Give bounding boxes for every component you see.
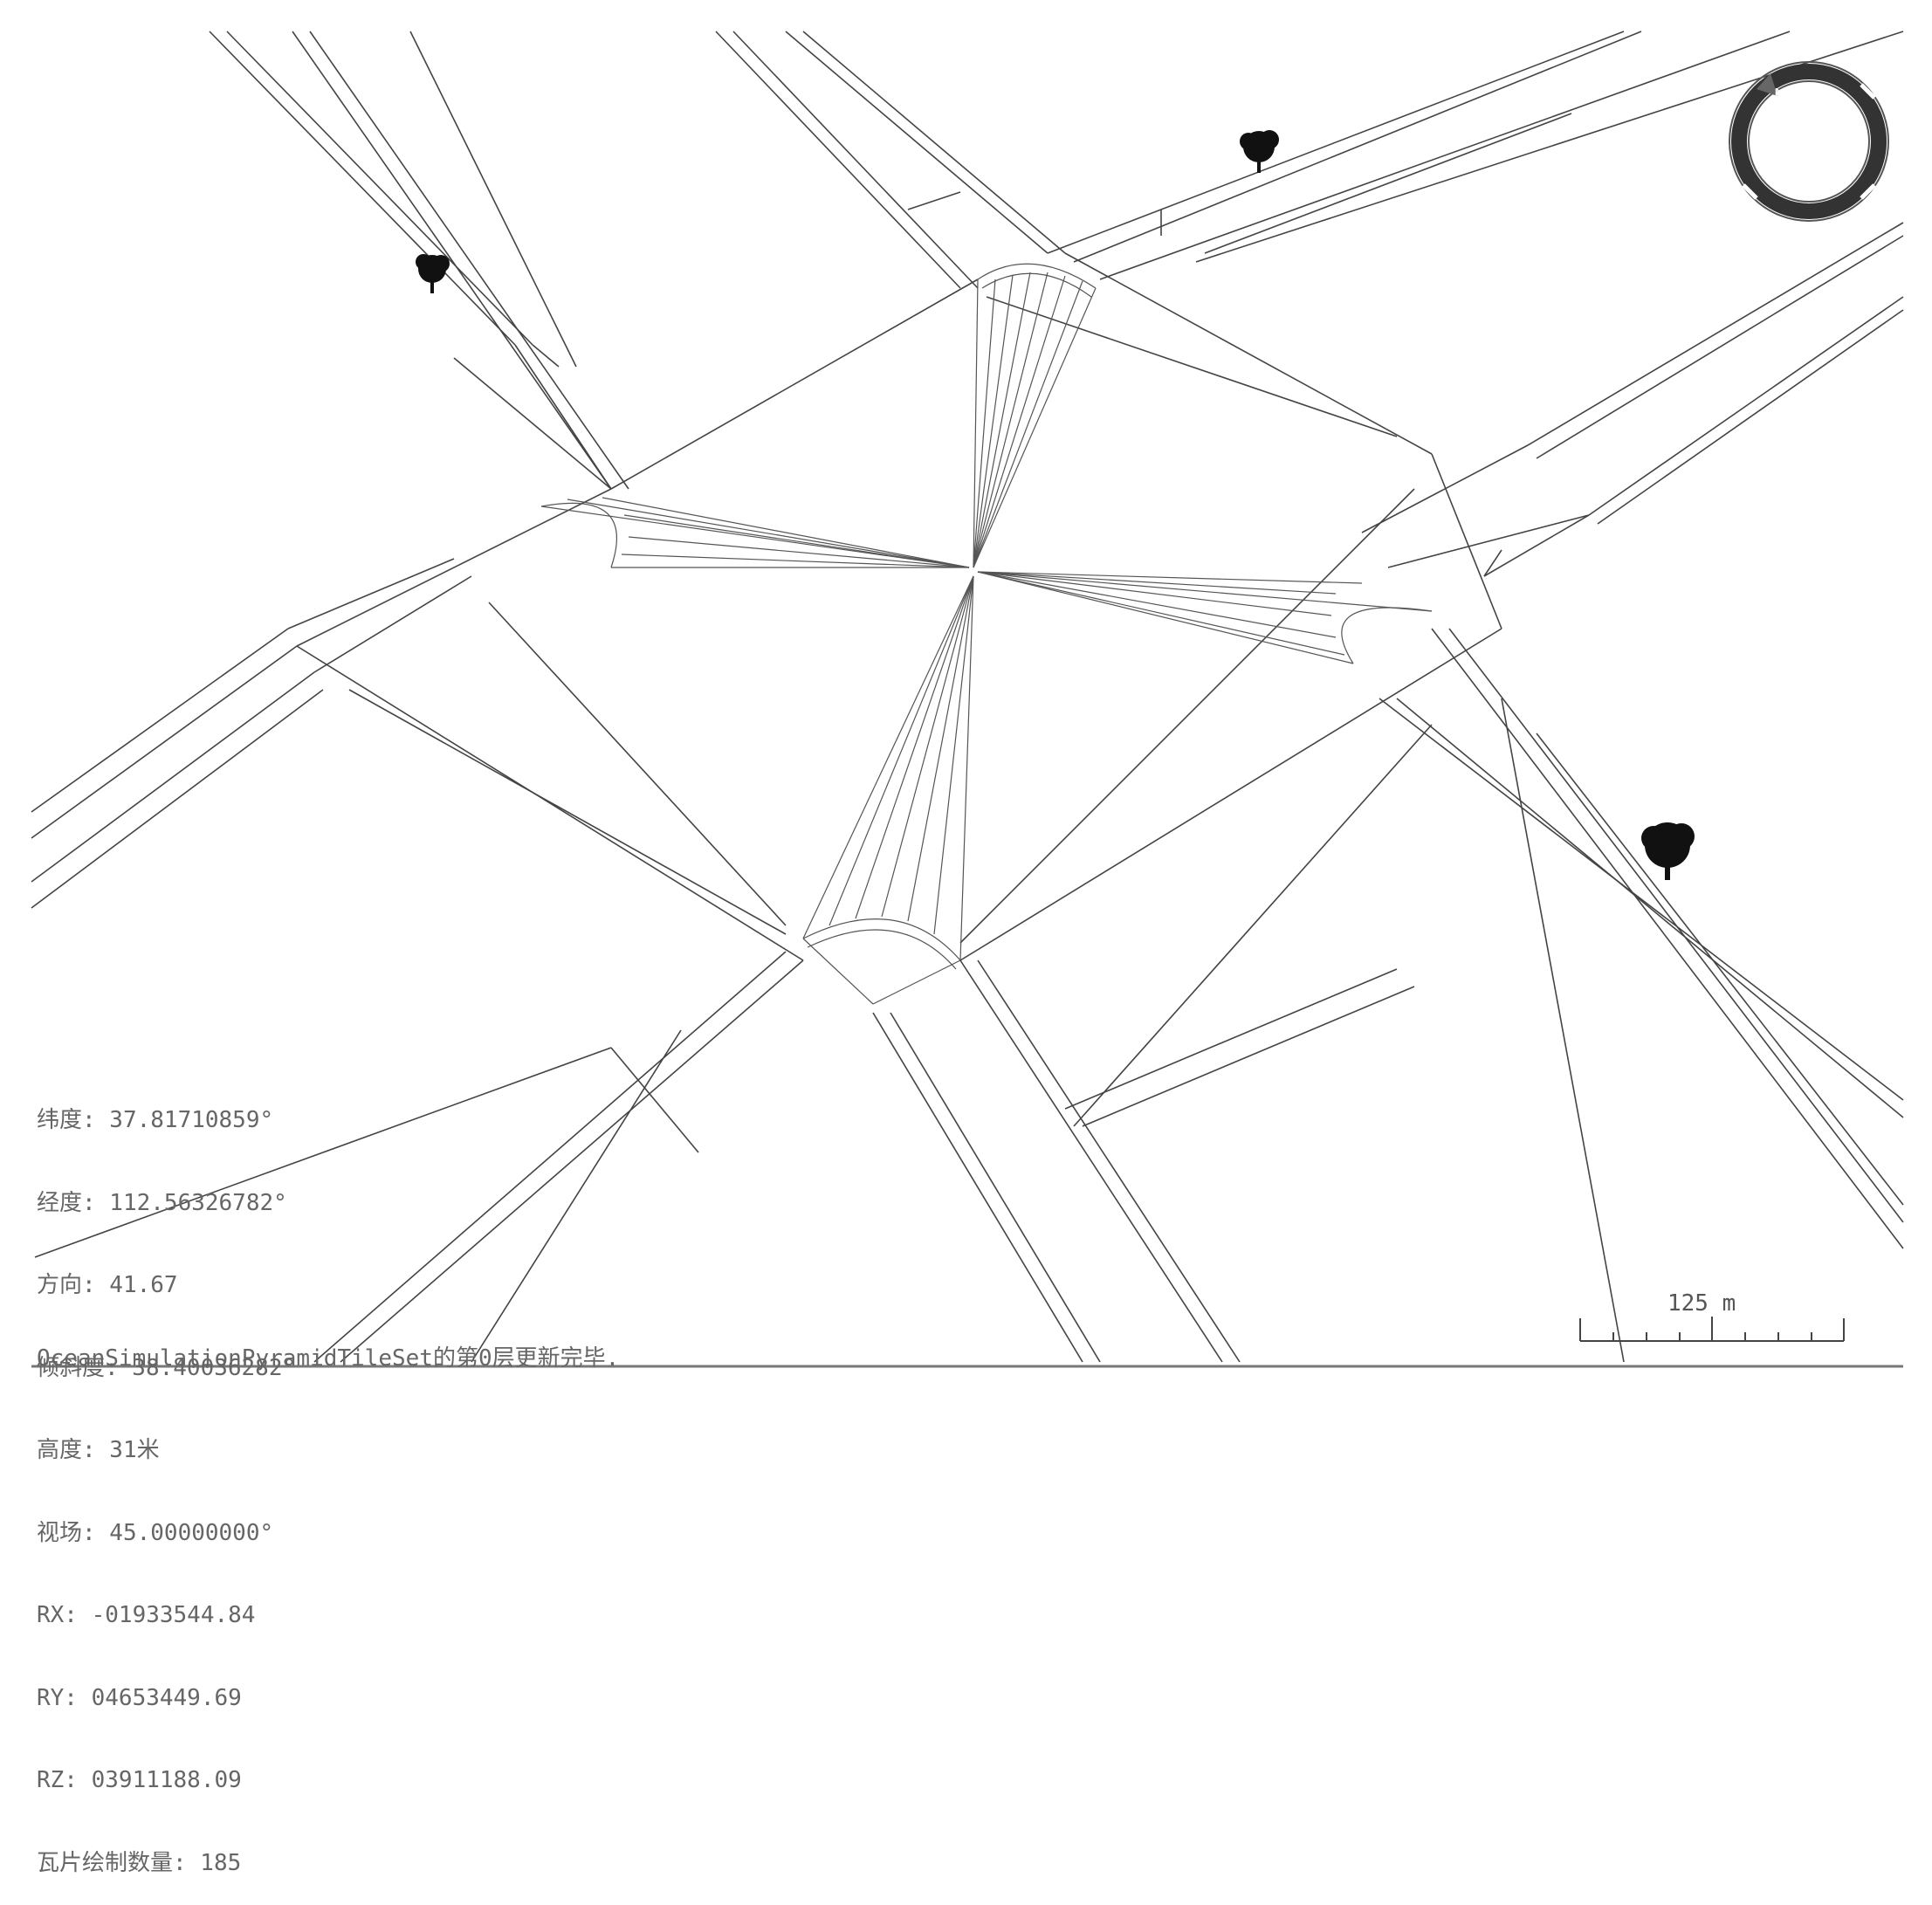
compass-icon[interactable]: N bbox=[1722, 54, 1896, 229]
tree-icon bbox=[1641, 822, 1695, 880]
tile-count-readout: 瓦片绘制数量: 185 bbox=[37, 1849, 242, 1876]
latitude-readout: 纬度: 37.81710859° bbox=[37, 1107, 274, 1133]
scale-bar-label: 125 m bbox=[1667, 1290, 1736, 1317]
fov-readout: 视场: 45.00000000° bbox=[37, 1519, 274, 1546]
altitude-readout: 高度: 31米 bbox=[37, 1437, 160, 1463]
road-wireframe bbox=[31, 31, 1904, 1363]
wireframe-viewport[interactable] bbox=[0, 0, 1932, 1395]
rz-readout: RZ: 03911188.09 bbox=[37, 1767, 242, 1793]
svg-text:N: N bbox=[1774, 86, 1785, 104]
scale-bar bbox=[1579, 1317, 1845, 1342]
tree-icon bbox=[1240, 130, 1279, 173]
longitude-readout: 经度: 112.56326782° bbox=[37, 1189, 287, 1216]
coordinate-readout: 纬度: 37.81710859° 经度: 112.56326782° 方向: 4… bbox=[37, 1052, 296, 1905]
tree-icon bbox=[416, 254, 450, 293]
tilt-readout: 倾斜度: 38.40036282° bbox=[37, 1354, 297, 1381]
rx-readout: RX: -01933544.84 bbox=[37, 1602, 256, 1628]
intersection-fans bbox=[540, 263, 1433, 1005]
status-message: OceanSimulationPyramidTileSet的第0层更新完毕. bbox=[37, 1345, 620, 1372]
ry-readout: RY: 04653449.69 bbox=[37, 1684, 242, 1711]
heading-readout: 方向: 41.67 bbox=[37, 1272, 178, 1298]
